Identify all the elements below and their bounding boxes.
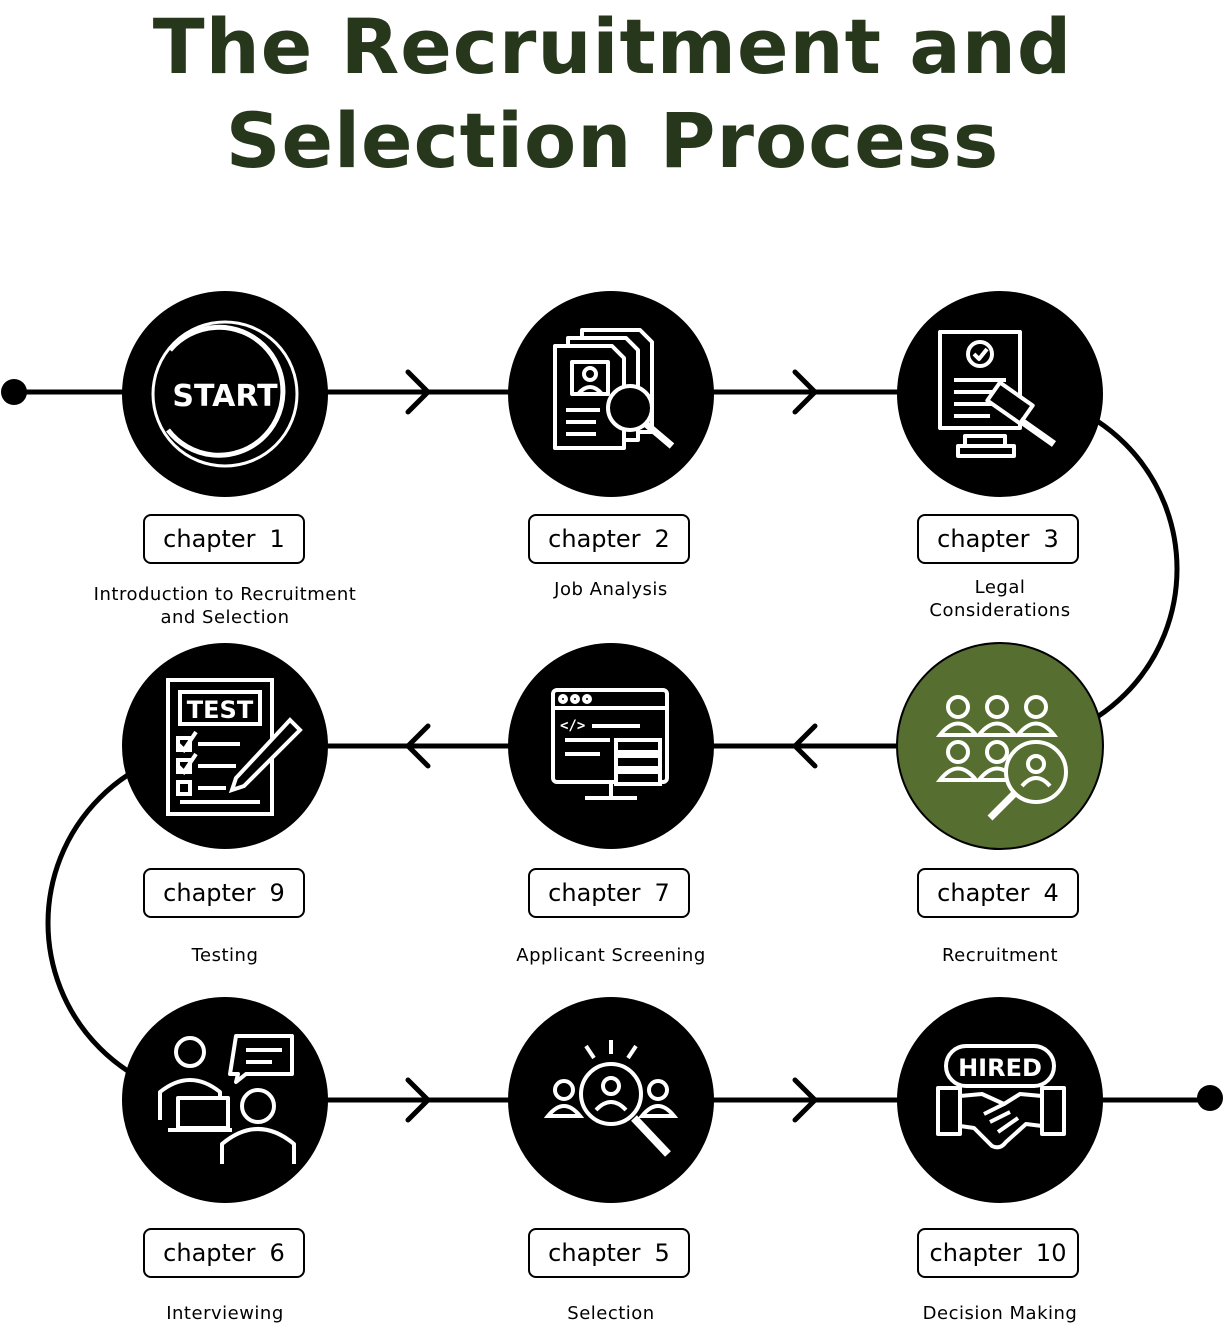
step-node-5 — [508, 997, 714, 1203]
chapter-chip-6: chapter 6 — [143, 1228, 305, 1278]
chapter-word: chapter — [163, 1239, 256, 1267]
step-description-10: Decision Making — [840, 1302, 1160, 1325]
step-label: Decision Making — [922, 1303, 1078, 1324]
step-node-7: </> — [508, 643, 714, 849]
chapter-chip-4: chapter 4 — [917, 868, 1079, 918]
page-title: The Recruitment and Selection Process — [0, 0, 1225, 188]
step-description-5: Selection — [451, 1302, 771, 1325]
chapter-chip-9: chapter 9 — [143, 868, 305, 918]
arrow-left-icon — [405, 723, 431, 769]
svg-text:START: START — [172, 379, 278, 414]
title-line-1: The Recruitment and — [152, 2, 1073, 91]
chapter-chip-2: chapter 2 — [528, 514, 690, 564]
start-icon: START — [151, 320, 299, 468]
step-node-2 — [508, 291, 714, 497]
step-label: Interviewing — [166, 1303, 284, 1324]
chapter-word: chapter — [548, 879, 641, 907]
step-label: Legal — [974, 577, 1026, 598]
arrow-right-icon — [405, 1077, 431, 1123]
code-screen-icon: </> — [551, 688, 669, 800]
path-end-dot — [1197, 1085, 1223, 1111]
step-node-1: START — [122, 291, 328, 497]
step-label: Testing — [191, 945, 259, 966]
chapter-word: chapter — [548, 1239, 641, 1267]
test-checklist-icon: TEST — [166, 678, 303, 816]
chapter-number: 1 — [269, 525, 285, 553]
step-label: Job Analysis — [554, 579, 668, 600]
chapter-number: 3 — [1043, 525, 1059, 553]
legal-gavel-icon — [938, 330, 1057, 458]
chapter-number: 4 — [1043, 879, 1059, 907]
chapter-word: chapter — [929, 1239, 1022, 1267]
chapter-chip-5: chapter 5 — [528, 1228, 690, 1278]
chapter-word: chapter — [548, 525, 641, 553]
chapter-number: 7 — [654, 879, 670, 907]
document-search-icon — [553, 328, 675, 450]
title-line-2: Selection Process — [225, 96, 1000, 185]
svg-text:TEST: TEST — [187, 696, 254, 724]
svg-text:</>: </> — [560, 718, 585, 734]
step-description-3: Legal Considerations — [840, 576, 1160, 622]
step-node-6 — [122, 997, 328, 1203]
step-label: Introduction to Recruitment — [93, 584, 357, 605]
step-node-4 — [896, 642, 1104, 850]
chapter-chip-3: chapter 3 — [917, 514, 1079, 564]
step-description-7: Applicant Screening — [451, 944, 771, 967]
svg-text:HIRED: HIRED — [958, 1054, 1042, 1082]
step-description-9: Testing — [65, 944, 385, 967]
arrow-right-icon — [792, 1077, 818, 1123]
chapter-word: chapter — [937, 879, 1030, 907]
arrow-left-icon — [792, 723, 818, 769]
chapter-number: 2 — [654, 525, 670, 553]
chapter-chip-1: chapter 1 — [143, 514, 305, 564]
arrow-right-icon — [792, 369, 818, 415]
chapter-word: chapter — [937, 525, 1030, 553]
chapter-number: 10 — [1035, 1239, 1067, 1267]
step-label: Selection — [567, 1303, 655, 1324]
chapter-word: chapter — [163, 525, 256, 553]
step-node-10: HIRED — [897, 997, 1103, 1203]
step-label: Recruitment — [941, 945, 1059, 966]
step-node-3 — [897, 291, 1103, 497]
chapter-number: 6 — [269, 1239, 285, 1267]
candidate-search-icon — [543, 1040, 679, 1157]
step-label: Applicant Screening — [516, 945, 706, 966]
chapter-number: 5 — [654, 1239, 670, 1267]
chapter-number: 9 — [269, 879, 285, 907]
hired-handshake-icon: HIRED — [936, 1044, 1066, 1150]
step-node-9: TEST — [122, 643, 328, 849]
chapter-word: chapter — [163, 879, 256, 907]
step-label-line-2: and Selection — [160, 607, 290, 628]
step-description-2: Job Analysis — [451, 578, 771, 601]
path-start-dot — [1, 379, 27, 405]
arrow-right-icon — [405, 369, 431, 415]
step-description-1: Introduction to Recruitment and Selectio… — [65, 583, 385, 629]
chapter-chip-10: chapter 10 — [917, 1228, 1079, 1278]
interview-icon — [158, 1034, 296, 1164]
people-search-icon — [935, 695, 1068, 821]
chapter-chip-7: chapter 7 — [528, 868, 690, 918]
step-description-6: Interviewing — [65, 1302, 385, 1325]
step-description-4: Recruitment — [840, 944, 1160, 967]
step-label-line-2: Considerations — [929, 600, 1071, 621]
